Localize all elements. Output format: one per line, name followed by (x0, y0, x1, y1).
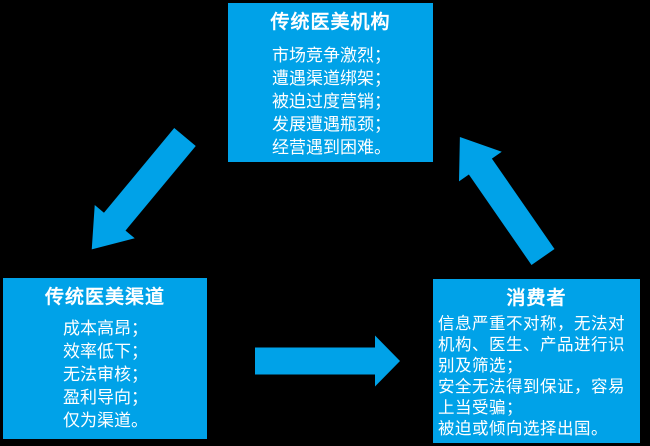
text-line: 成本高昂； (63, 319, 148, 339)
text-line: 机构、医生、产品进行识 (438, 335, 625, 354)
arrow-channels-to-consumers (255, 335, 400, 387)
text-line: 仅为渠道。 (63, 411, 148, 431)
text-line: 上当受骗； (438, 398, 523, 417)
node-channels: 传统医美渠道 成本高昂； 效率低下； 无法审核； 盈利导向； 仅为渠道。 (3, 278, 207, 439)
text-line: 被迫或倾向选择出国。 (438, 419, 608, 438)
text-line: 市场竞争激烈； (272, 46, 391, 66)
node-consumers: 消费者 信息严重不对称，无法对 机构、医生、产品进行识 别及筛选； 安全无法得到… (433, 279, 640, 443)
node-consumers-body: 信息严重不对称，无法对 机构、医生、产品进行识 别及筛选； 安全无法得到保证，容… (433, 313, 640, 439)
arrow-institutions-to-channels (91, 128, 196, 250)
node-consumers-title: 消费者 (506, 287, 567, 309)
node-institutions: 传统医美机构 市场竞争激烈； 遭遇渠道绑架； 被迫过度营销； 发展遭遇瓶颈； 经… (228, 3, 433, 162)
text-line: 效率低下； (63, 342, 148, 362)
text-line: 被迫过度营销； (272, 92, 391, 112)
text-line: 发展遭遇瓶颈； (272, 115, 391, 135)
text-line: 信息严重不对称，无法对 (438, 314, 625, 333)
node-channels-title: 传统医美渠道 (44, 286, 165, 308)
arrow-consumers-to-institutions (459, 136, 555, 265)
text-line: 别及筛选； (438, 356, 523, 375)
node-institutions-body: 市场竞争激烈； 遭遇渠道绑架； 被迫过度营销； 发展遭遇瓶颈； 经营遇到困难。 (228, 45, 433, 160)
text-line: 盈利导向； (63, 388, 148, 408)
node-channels-body: 成本高昂； 效率低下； 无法审核； 盈利导向； 仅为渠道。 (3, 318, 207, 433)
node-institutions-title: 传统医美机构 (270, 11, 391, 33)
text-line: 无法审核； (63, 365, 148, 385)
text-line: 遭遇渠道绑架； (272, 69, 391, 89)
text-line: 安全无法得到保证，容易 (438, 377, 625, 396)
text-line: 经营遇到困难。 (272, 138, 391, 158)
